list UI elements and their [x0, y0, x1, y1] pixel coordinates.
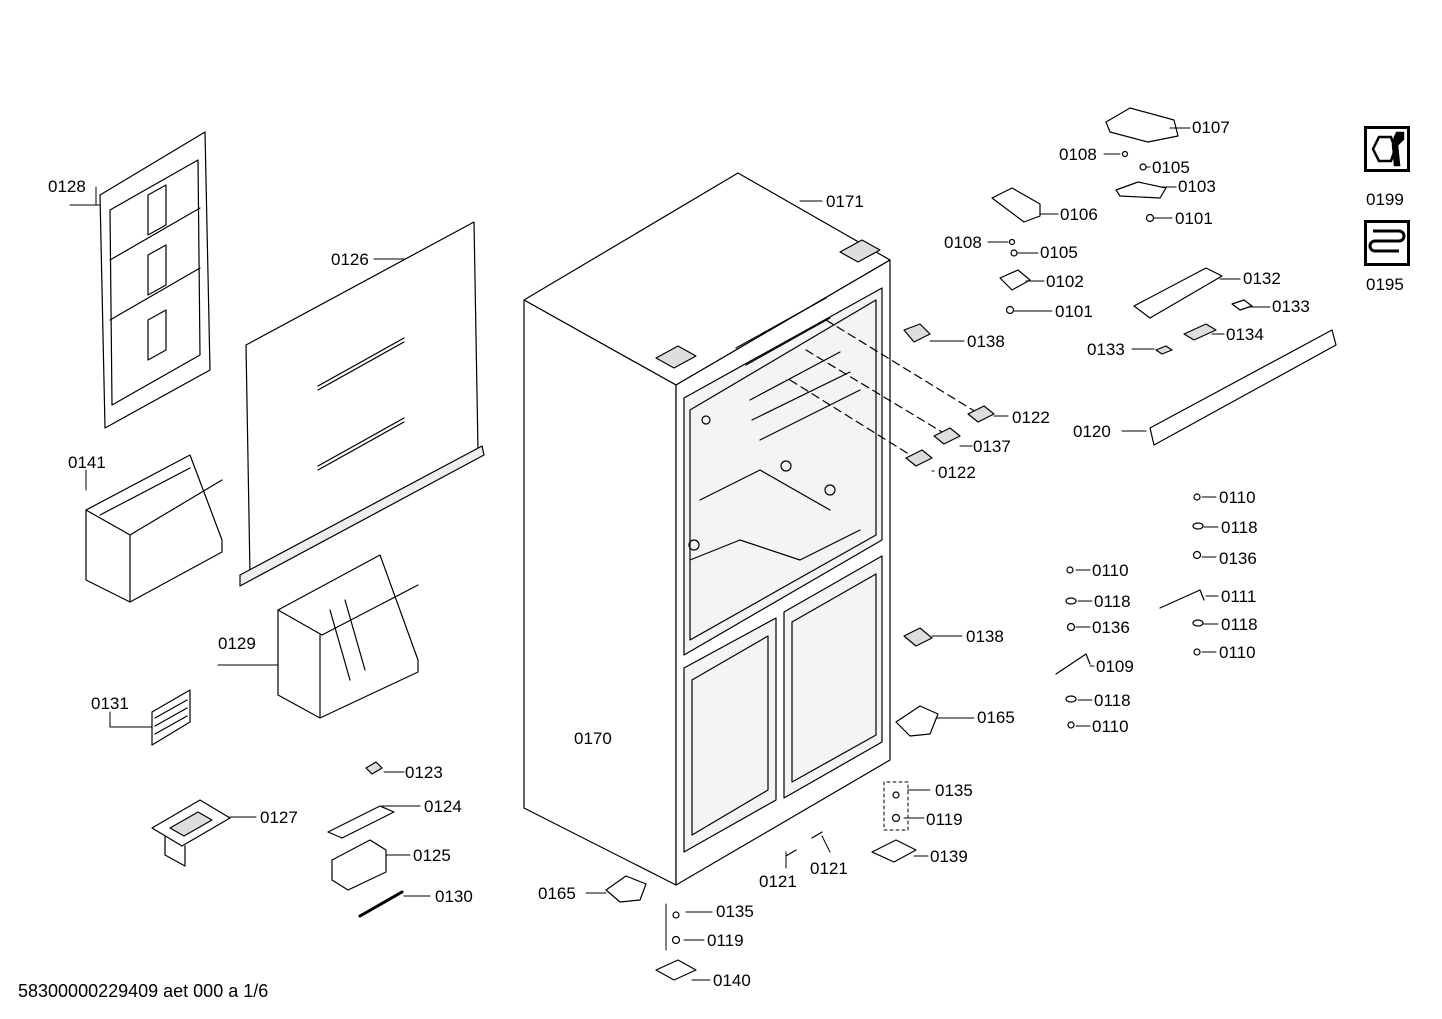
callout-0123: 0123 — [405, 763, 443, 782]
callout-0141: 0141 — [68, 453, 106, 472]
document-code: 58300000229409 aet 000 a 1/6 — [18, 981, 269, 1001]
cabinet-body — [523, 172, 977, 886]
callout-0101: 0101 — [1175, 209, 1213, 228]
callout-0108: 0108 — [944, 233, 982, 252]
callout-0105: 0105 — [1040, 243, 1078, 262]
callout-0118: 0118 — [1094, 592, 1131, 611]
callout-0118: 0118 — [1221, 615, 1258, 634]
callout-0111: 0111 — [1221, 587, 1257, 606]
callout-0136: 0136 — [1219, 549, 1257, 568]
hinge-pins — [1055, 493, 1205, 729]
callout-0137: 0137 — [973, 437, 1011, 456]
part-0128-panel — [99, 131, 211, 429]
callout-0126: 0126 — [331, 250, 369, 269]
callout-0122: 0122 — [938, 463, 976, 482]
callout-0165: 0165 — [538, 884, 576, 903]
callout-0131: 0131 — [91, 694, 129, 713]
hinge-parts — [991, 107, 1337, 446]
callout-0136: 0136 — [1092, 618, 1130, 637]
callout-0119: 0119 — [926, 810, 963, 829]
callout-0120: 0120 — [1073, 422, 1111, 441]
part-0129-bin — [277, 554, 419, 719]
callout-0110: 0110 — [1219, 488, 1256, 507]
callout-0110: 0110 — [1219, 643, 1256, 662]
callout-0170: 0170 — [574, 729, 612, 748]
callout-0171: 0171 — [826, 192, 864, 211]
part-0131-grille — [151, 689, 191, 746]
callout-0106: 0106 — [1060, 205, 1098, 224]
callout-0108: 0108 — [1059, 145, 1097, 164]
callout-0102: 0102 — [1046, 272, 1084, 291]
callout-0118: 0118 — [1094, 691, 1131, 710]
callout-0130: 0130 — [435, 887, 473, 906]
part-0141-bin — [85, 454, 223, 603]
callout-0107: 0107 — [1192, 118, 1230, 137]
callout-0133: 0133 — [1272, 297, 1310, 316]
callout-0129: 0129 — [218, 634, 256, 653]
callout-0122: 0122 — [1012, 408, 1050, 427]
callout-0121: 0121 — [810, 859, 848, 878]
callout-0125: 0125 — [413, 846, 451, 865]
part-0127-dispenser — [151, 799, 231, 867]
callout-0118: 0118 — [1221, 518, 1258, 537]
callout-0165: 0165 — [977, 708, 1015, 727]
small-parts-left — [327, 761, 404, 918]
callout-0138: 0138 — [966, 627, 1004, 646]
leader-lines — [69, 127, 1271, 981]
callout-0135: 0135 — [935, 781, 973, 800]
callout-0139: 0139 — [930, 847, 968, 866]
callout-0133: 0133 — [1087, 340, 1125, 359]
tools-icon — [1364, 126, 1410, 172]
heating-coil-icon — [1364, 220, 1410, 266]
callout-0140: 0140 — [713, 971, 751, 990]
callout-0109: 0109 — [1096, 657, 1134, 676]
callout-0134: 0134 — [1226, 325, 1264, 344]
callout-0124: 0124 — [424, 797, 462, 816]
callout-0132: 0132 — [1243, 269, 1281, 288]
callout-0127: 0127 — [260, 808, 298, 827]
callout-0135: 0135 — [716, 902, 754, 921]
callout-0105: 0105 — [1152, 158, 1190, 177]
legend-code-0195: 0195 — [1366, 275, 1404, 294]
legend-code-0199: 0199 — [1366, 190, 1404, 209]
callout-0110: 0110 — [1092, 561, 1129, 580]
callout-0121: 0121 — [759, 872, 797, 891]
callout-0138: 0138 — [967, 332, 1005, 351]
callout-0128: 0128 — [48, 177, 86, 196]
callout-0103: 0103 — [1178, 177, 1216, 196]
part-0126-shelf — [239, 221, 485, 587]
callout-0119: 0119 — [707, 931, 744, 950]
callout-0110: 0110 — [1092, 717, 1129, 736]
callout-0101: 0101 — [1055, 302, 1093, 321]
clip-parts — [605, 323, 995, 981]
